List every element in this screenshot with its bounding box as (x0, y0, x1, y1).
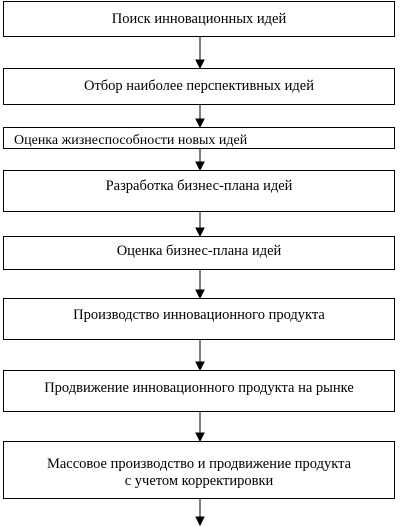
step-evaluate-business-plan: Оценка бизнес-плана идей (3, 236, 395, 270)
step-production: Производство инновационного продукта (3, 298, 395, 340)
step-label: Оценка жизнеспособности новых идей (14, 133, 248, 148)
step-promotion: Продвижение инновационного продукта на р… (3, 370, 395, 412)
step-label: Продвижение инновационного продукта на р… (44, 380, 354, 396)
step-label: Поиск инновационных идей (111, 10, 287, 27)
step-label: Производство инновационного продукта (73, 307, 325, 323)
step-select-ideas: Отбор наиболее перспективных идей (3, 68, 395, 105)
step-label: Отбор наиболее перспективных идей (83, 78, 315, 94)
step-mass-production: Массовое производство и продвижение прод… (3, 441, 395, 499)
step-label: Разработка бизнес-плана идей (105, 178, 293, 194)
step-evaluate-viability: Оценка жизнеспособности новых идей (3, 127, 395, 149)
step-business-plan: Разработка бизнес-плана идей (3, 170, 395, 212)
step-label: Оценка бизнес-плана идей (116, 243, 282, 259)
step-label: Массовое производство и продвижение прод… (46, 456, 352, 489)
step-search-ideas: Поиск инновационных идей (3, 1, 395, 37)
